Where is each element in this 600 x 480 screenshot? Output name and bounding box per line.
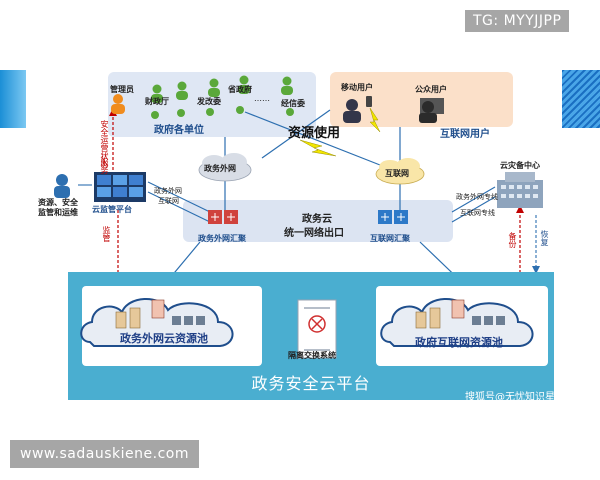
monitor-person-icon [54, 174, 70, 198]
backup-label: 备份 [508, 232, 517, 248]
monitor-people-label: 资源、安全 监管和运维 [38, 198, 78, 217]
gov-ext-pool-label: 政务外网云资源池 [120, 332, 208, 345]
mobile-user-label: 移动用户 [341, 83, 373, 92]
platform-graphics [80, 297, 534, 359]
service-label: 服务 [100, 158, 109, 174]
gov-ext-agg-label: 政务外网汇聚 [198, 234, 246, 243]
internet-cloud-icon [375, 158, 425, 185]
dr-link-gov-ext: 政务外网专线 [456, 193, 498, 201]
mobile-user-icon [343, 96, 372, 123]
role-province: 省政府 [228, 85, 252, 94]
watermark-top: TG: MYYJJPP [465, 10, 570, 32]
monitor-platform-label: 云监管平台 [92, 205, 132, 214]
watermark-bottom: www.sadauskiene.com [10, 440, 199, 468]
security-status-label: 安全运营状态 [100, 120, 109, 168]
resource-use-label: 资源使用 [288, 126, 341, 141]
internet-agg-switch-icon [378, 210, 408, 224]
public-user-label: 公众用户 [415, 85, 447, 94]
gov-ext-agg-switch-icon [208, 210, 238, 224]
public-user-icon [419, 98, 444, 123]
person-icons-gov [111, 75, 294, 119]
internet-users-title: 互联网用户 [440, 129, 490, 140]
center-line1: 政务云 [302, 214, 332, 225]
role-economy: 经信委 [281, 99, 305, 108]
role-admin: 管理员 [110, 85, 134, 94]
platform-title: 政务安全云平台 [251, 374, 371, 393]
disaster-center-building-icon [497, 172, 543, 208]
link-gov-ext-left: 政务外网 [154, 187, 182, 195]
role-finance: 财政厅 [145, 97, 169, 106]
isolation-exchange-icon [297, 299, 337, 359]
left-decor-strip [0, 70, 26, 128]
dr-link-internet: 互联网专线 [460, 209, 495, 217]
supervise-label: 监管 [102, 226, 111, 242]
gov-ext-cloud-icon [198, 153, 252, 182]
right-decor-strip [562, 70, 600, 128]
role-ellipsis: …… [254, 94, 270, 103]
inner-watermark: 搜狐号@无忧知识星球 [465, 392, 565, 403]
gov-ext-cloud-label: 政务外网 [204, 164, 236, 173]
center-line2: 统一网络出口 [284, 228, 344, 239]
isolation-label: 隔离交换系统 [288, 351, 336, 360]
server-icons-left [115, 299, 205, 329]
internet-pool-label: 政府互联网资源池 [415, 336, 503, 349]
lightning-icons [299, 107, 381, 157]
role-ndrc: 发改委 [197, 97, 221, 106]
server-icons-right [415, 299, 505, 329]
gov-units-title: 政府各单位 [154, 125, 204, 136]
disaster-center-title: 云灾备中心 [500, 161, 540, 170]
restore-label: 恢复 [540, 230, 549, 246]
monitor-platform-icon [94, 172, 146, 202]
internet-agg-label: 互联网汇聚 [370, 234, 410, 243]
internet-cloud-label: 互联网 [385, 169, 409, 178]
link-internet-left: 互联网 [158, 197, 179, 205]
